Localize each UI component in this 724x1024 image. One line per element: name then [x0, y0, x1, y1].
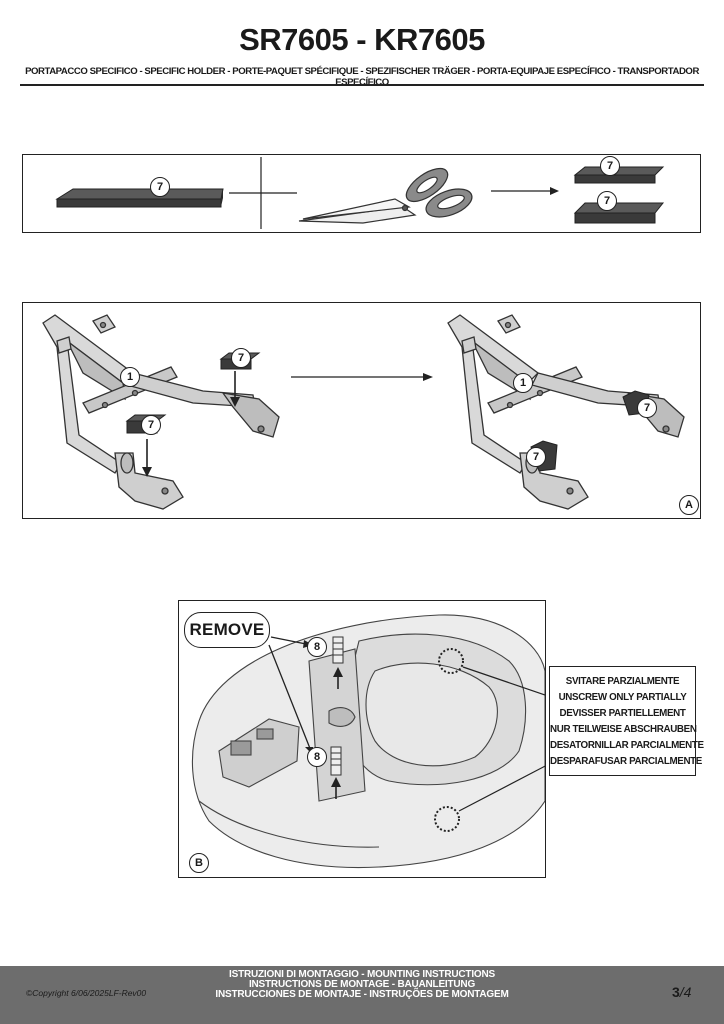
arrow-right-icon — [291, 373, 433, 381]
part-1-badge-left: 1 — [120, 367, 140, 387]
screw-top — [332, 636, 344, 689]
rack-illustration — [42, 314, 685, 510]
footer-line-2: INSTRUCTIONS DE MONTAGE - BAUANLEITUNG — [248, 979, 476, 990]
arrow-right-icon — [491, 187, 559, 195]
partial-unscrew-callout: SVITARE PARZIALMENTE UNSCREW ONLY PARTIA… — [549, 666, 704, 776]
long-pad — [55, 188, 224, 208]
remove-label: REMOVE — [184, 612, 270, 648]
page-number: 3/4 — [672, 984, 691, 1000]
part-7-badge-top: 7 — [600, 156, 620, 176]
part-7-badge-upper: 7 — [231, 348, 251, 368]
partial-unscrew-marker-bottom — [434, 806, 460, 832]
instruction-fr: DEVISSER PARTIELLEMENT — [559, 708, 686, 719]
part-7-badge: 7 — [150, 177, 170, 197]
callout-line-bottom — [458, 765, 545, 812]
figure-label-a: A — [679, 495, 699, 515]
page-current: 3 — [672, 984, 680, 1000]
part-8-badge-top: 8 — [307, 637, 327, 657]
instruction-en: UNSCREW ONLY PARTIALLY — [558, 692, 687, 703]
part-1-badge-right: 1 — [513, 373, 533, 393]
scooter-body — [191, 614, 545, 869]
part-7-badge-lower: 7 — [141, 415, 161, 435]
document-subtitle: PORTAPACCO SPECIFICO - SPECIFIC HOLDER -… — [25, 66, 699, 88]
part-8-badge-bottom: 8 — [307, 747, 327, 767]
footer-bar: ISTRUZIONI DI MONTAGGIO - MOUNTING INSTR… — [0, 966, 724, 1024]
page-total: /4 — [679, 984, 692, 1000]
cut-pad-top — [573, 166, 665, 184]
part-7-badge-mounted-lower: 7 — [526, 447, 546, 467]
instruction-pt: DESPARAFUSAR PARCIALMENTE — [550, 756, 702, 767]
header-divider — [20, 84, 704, 86]
rack-left — [42, 314, 280, 510]
part-7-badge-mounted-upper: 7 — [637, 398, 657, 418]
instruction-it: SVITARE PARZIALMENTE — [565, 676, 680, 687]
callout-line-top — [462, 666, 545, 696]
cut-pad-bottom — [573, 202, 665, 224]
document-title: SR7605 - KR7605 — [239, 22, 485, 57]
partial-unscrew-marker-top — [438, 648, 464, 674]
footer-line-1: ISTRUZIONI DI MONTAGGIO - MOUNTING INSTR… — [229, 969, 495, 980]
instruction-es: DESATORNILLAR PARCIALMENTE — [550, 740, 704, 751]
figure-label-b: B — [189, 853, 209, 873]
copyright-text: ©Copyright 6/06/2025LF-Rev00 — [26, 988, 147, 998]
footer-line-3: INSTRUCCIONES DE MONTAJE - INSTRUÇÕES DE… — [215, 989, 509, 1000]
screw-bottom — [330, 746, 342, 799]
step-cut-pad-panel: 7 7 7 — [22, 154, 701, 233]
step-apply-pads-panel: 1 7 7 1 7 7 A — [22, 302, 701, 519]
scissors-icon — [298, 167, 473, 224]
instruction-de: NUR TEILWEISE ABSCHRAUBEN — [550, 724, 697, 735]
cut-pad-illustration — [55, 157, 665, 229]
scooter-tail-illustration — [191, 614, 545, 869]
part-7-badge-bottom: 7 — [597, 191, 617, 211]
